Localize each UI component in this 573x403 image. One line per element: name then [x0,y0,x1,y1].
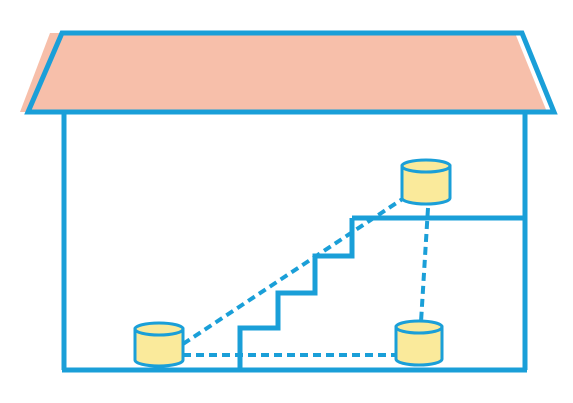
device-top [394,319,444,335]
network-connections [181,194,430,357]
house-body [61,112,528,373]
roof-fill [20,33,547,112]
cylinder-icon [133,321,185,368]
staircase [237,218,355,370]
device-top [400,158,452,174]
connection-upstairs-to-downstairs-right [419,207,430,323]
cylinder-icon [394,319,444,367]
roof-outline [24,30,558,115]
device-downstairs-right [394,325,444,367]
connection-downstairs-left-to-upstairs [181,194,409,346]
device-upstairs [400,164,452,206]
device-downstairs-left [133,327,185,368]
cylinder-icon [400,158,452,206]
roof [20,30,558,115]
device-top [133,321,185,337]
